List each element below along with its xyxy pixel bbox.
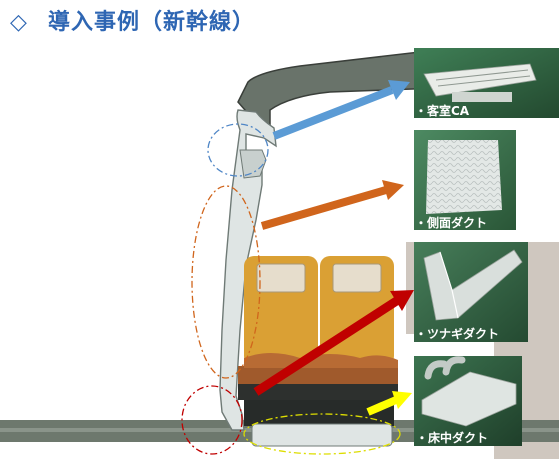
- seat-cushion: [238, 366, 398, 384]
- page-title: ◇ 導入事例（新幹線）: [10, 4, 255, 36]
- seat-cushion-top: [244, 353, 398, 368]
- arrow-side-duct: [260, 180, 404, 230]
- cabin-ca-fittings: [452, 92, 512, 102]
- arrow-joint-duct: [253, 290, 414, 396]
- arrow-floor-duct: [366, 391, 412, 416]
- side-duct-label: ・側面ダクト: [415, 215, 487, 230]
- side-duct-highlight-ellipse: [191, 185, 261, 379]
- arrow-cabin-ca: [272, 80, 410, 140]
- side-duct-texture: [426, 140, 502, 214]
- side-wall: [219, 109, 277, 431]
- joint-duct-highlight-ellipse: [181, 385, 243, 455]
- floor-duct: [251, 423, 393, 447]
- joint-duct-edge: [439, 251, 459, 319]
- diamond-icon: ◇: [10, 10, 28, 35]
- seat-frame: [238, 384, 398, 400]
- floor-duct-pipes: [424, 356, 466, 380]
- photo-cabin-ca: ・客室CA: [414, 48, 559, 118]
- joint-duct-label: ・ツナギダクト: [415, 326, 499, 341]
- side-wall-inner: [239, 149, 267, 179]
- photo-side-duct: ・側面ダクト: [414, 130, 516, 230]
- photo-joint-duct: ・ツナギダクト: [414, 242, 528, 342]
- seat-left-headrest: [256, 263, 306, 293]
- page-title-text: 導入事例（新幹線）: [48, 10, 256, 35]
- floor-duct-label: ・床中ダクト: [416, 430, 488, 445]
- ceiling-highlight-ellipse: [207, 123, 269, 177]
- floor-duct-highlight-ellipse: [243, 413, 401, 455]
- seat-right-headrest: [332, 263, 382, 293]
- photo-floor-duct: ・床中ダクト: [414, 356, 522, 446]
- cabin-ca-label: ・客室CA: [415, 103, 470, 118]
- floor-duct-tray: [421, 371, 517, 427]
- cabin-ca-grille: [435, 69, 531, 87]
